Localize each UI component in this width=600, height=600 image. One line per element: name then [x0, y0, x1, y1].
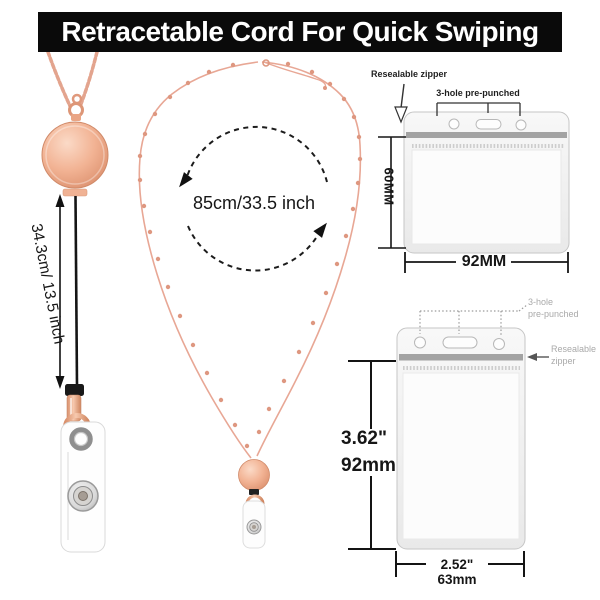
retractable-reel-lanyard	[41, 50, 109, 553]
cord-stopper-cap	[65, 384, 84, 396]
holder-v-hole-right	[493, 338, 505, 350]
width-dimension-label-h: 92MM	[461, 253, 507, 270]
vertical-card-holder	[348, 304, 549, 577]
width-dimension-line-h	[404, 252, 569, 273]
cord-length-arrow-icon	[55, 194, 65, 389]
badge-reel-pendant	[41, 121, 109, 189]
strap-snap-button	[67, 480, 99, 512]
holder-h-zipper	[406, 132, 567, 138]
banner: Retracetable Cord For Quick Swiping	[38, 12, 562, 52]
height-dimension-label-v-mm: 92mm	[341, 455, 396, 476]
holder-v-card-window	[402, 372, 520, 540]
three-hole-bracket-h	[436, 102, 521, 116]
three-hole-label-v-line2: pre-punched	[528, 309, 579, 319]
holder-v-zipper	[399, 354, 523, 361]
width-dimension-line-v	[395, 551, 525, 577]
rotation-arrows-icon	[185, 125, 328, 272]
chain-strand-left	[46, 50, 72, 108]
holder-v-hole-left	[414, 336, 426, 349]
pendant-bottom-tab	[62, 188, 88, 197]
resealable-zipper-label-h: Resealable zipper	[370, 69, 448, 79]
left-arrow-icon	[527, 353, 549, 361]
strap-grommet-inner	[73, 431, 89, 447]
pendant-top-tab	[71, 114, 81, 121]
horizontal-card-holder	[378, 83, 570, 273]
chain-strand-right	[79, 50, 99, 106]
necklace-chain-left	[138, 61, 259, 459]
down-arrow-icon	[394, 83, 408, 124]
beaded-chain-necklace	[137, 59, 363, 549]
strap-grommet	[69, 427, 93, 451]
holder-v-slot	[442, 336, 478, 349]
banner-title: Retracetable Cord For Quick Swiping	[61, 16, 539, 47]
necklace-clasp	[262, 59, 270, 67]
height-dimension-line-v	[348, 360, 396, 550]
height-dimension-label-v-inch: 3.62"	[341, 428, 387, 449]
holder-h-hole-left	[448, 118, 460, 130]
necklace-snap-button	[246, 519, 262, 535]
three-hole-bracket-v	[419, 304, 528, 336]
holder-h-hole-right	[515, 119, 527, 131]
holder-h-card-window	[411, 149, 562, 245]
necklace-chain-right	[256, 61, 362, 457]
height-dimension-label-h: 60MM	[381, 167, 397, 206]
necklace-length-label: 85cm/33.5 inch	[192, 193, 316, 213]
rotation-arrowhead-right	[313, 222, 327, 238]
necklace-extender-chain	[263, 61, 327, 89]
holder-h-slot	[475, 119, 502, 130]
resealable-zipper-label-v-line2: zipper	[551, 356, 576, 366]
height-dimension-line-h	[378, 136, 406, 249]
necklace-beads	[137, 61, 363, 449]
three-hole-label-h: 3-hole pre-punched	[436, 88, 520, 98]
three-hole-label-v-line1: 3-hole	[528, 297, 554, 307]
chain-link	[71, 93, 83, 105]
necklace-badge-reel	[238, 459, 270, 491]
necklace-reel-stopper	[249, 489, 259, 495]
retractable-cord	[74, 195, 79, 387]
badge-reel-bezel	[45, 125, 105, 185]
width-dimension-label-v: 2.52" 63mm	[437, 557, 477, 587]
rotation-arrowhead-left	[179, 172, 193, 188]
resealable-zipper-label-v-line1: Resealable	[551, 344, 597, 354]
